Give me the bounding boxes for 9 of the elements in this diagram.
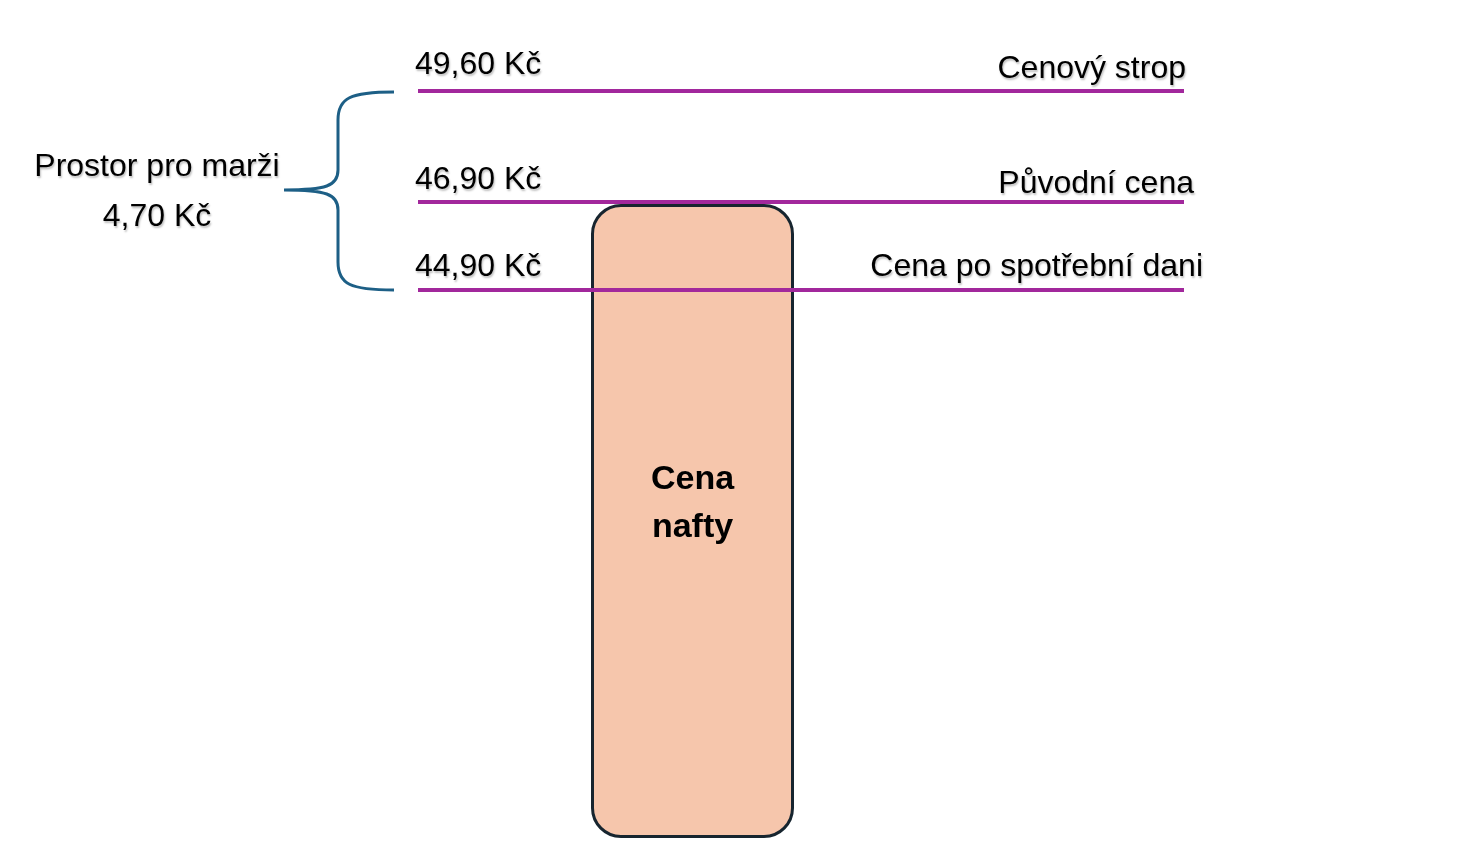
line-label: Původní cena <box>998 163 1194 201</box>
line-label: Cenový strop <box>997 48 1186 86</box>
price-value: 49,60 Kč <box>415 44 542 82</box>
bracket-label: Prostor pro marži 4,70 Kč <box>33 146 281 235</box>
price-value: 44,90 Kč <box>415 246 542 284</box>
bar-label: Cena nafty <box>649 457 736 546</box>
price-value: 46,90 Kč <box>415 159 542 197</box>
line-label: Cena po spotřební dani <box>870 246 1203 284</box>
price-bar <box>591 204 794 838</box>
